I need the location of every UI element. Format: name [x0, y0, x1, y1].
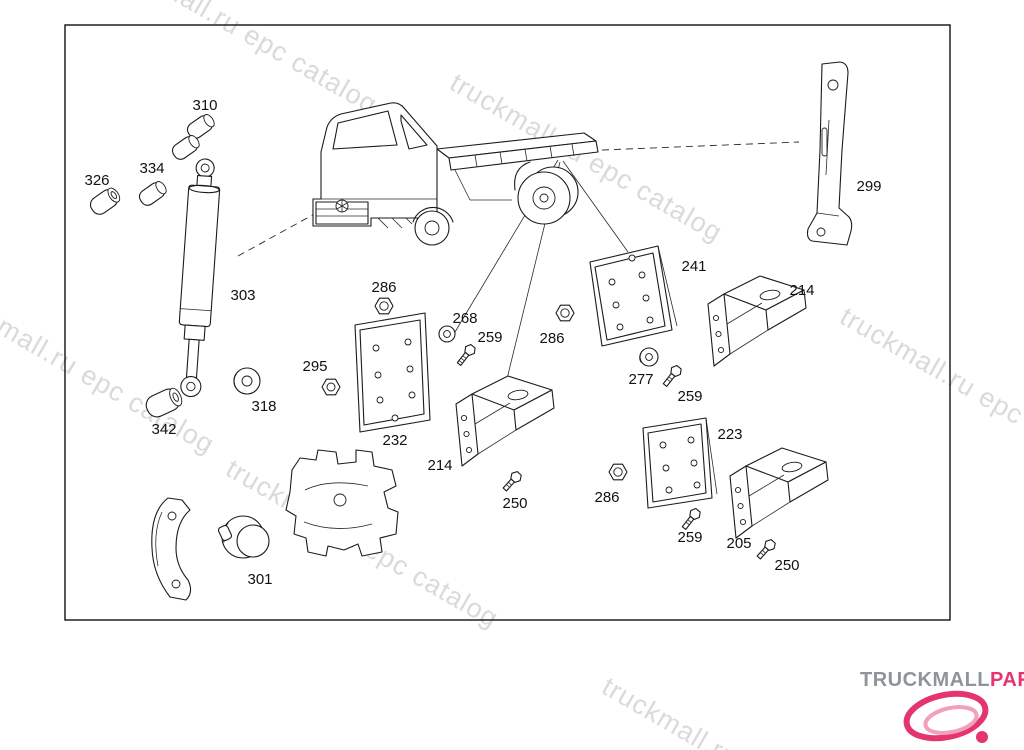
- part-label-342: 342: [151, 421, 176, 438]
- part-301-bushing: [217, 515, 270, 559]
- part-label-310: 310: [192, 97, 217, 114]
- watermark-text: truckmall.ru epc catalog: [100, 0, 383, 120]
- part-232-plate: [354, 312, 431, 433]
- part-310-bushings: [171, 114, 215, 160]
- part-label-214: 214: [427, 457, 452, 474]
- part-259-bolt: [456, 343, 476, 366]
- part-label-301: 301: [247, 571, 272, 588]
- part-label-214: 214: [789, 282, 814, 299]
- part-label-277: 277: [628, 371, 653, 388]
- part-label-250: 250: [774, 557, 799, 574]
- part-label-223: 223: [717, 426, 742, 443]
- part-334-bushing: [138, 181, 167, 206]
- curved-clamp-plate: [151, 497, 192, 601]
- part-241-plate: [589, 245, 678, 347]
- part-342-bushing: [145, 387, 183, 418]
- watermark-text: truckmall.ru epc catalog: [597, 671, 880, 750]
- part-214-bracket: [455, 375, 555, 467]
- part-268-washer: [438, 325, 456, 343]
- logo-text-parts: PARTS: [990, 669, 1024, 691]
- part-277-washer: [639, 347, 659, 367]
- part-295-nut: [321, 378, 341, 396]
- part-250-bolt: [502, 471, 522, 492]
- part-label-299: 299: [856, 178, 881, 195]
- logo-swirl-icon: [903, 690, 989, 743]
- part-259-bolt: [662, 364, 682, 387]
- logo-text-truckmall: TRUCKMALL: [860, 669, 990, 691]
- part-250-bolt: [756, 539, 776, 560]
- part-326-bushing: [89, 187, 121, 215]
- part-286-nut: [374, 297, 394, 315]
- part-299-bracket-arm: [806, 61, 853, 246]
- part-label-205: 205: [726, 535, 751, 552]
- truckmall-logo: TRUCKMALLPARTS: [860, 669, 1024, 743]
- part-label-286: 286: [539, 330, 564, 347]
- part-label-232: 232: [382, 432, 407, 449]
- logo-text: TRUCKMALLPARTS: [860, 669, 1024, 691]
- part-label-286: 286: [594, 489, 619, 506]
- diagram-border: [64, 24, 951, 621]
- part-286-nut: [555, 304, 575, 322]
- part-318-washer: [233, 367, 261, 395]
- part-205-bracket: [729, 447, 829, 539]
- part-label-318: 318: [251, 398, 276, 415]
- stamped-bracket: [285, 449, 399, 557]
- part-label-259: 259: [677, 529, 702, 546]
- part-label-334: 334: [139, 160, 164, 177]
- part-303-shock-absorber: [178, 158, 221, 398]
- part-label-303: 303: [230, 287, 255, 304]
- part-label-241: 241: [681, 258, 706, 275]
- part-label-259: 259: [677, 388, 702, 405]
- part-label-286: 286: [371, 279, 396, 296]
- part-label-259: 259: [477, 329, 502, 346]
- part-label-295: 295: [302, 358, 327, 375]
- part-label-326: 326: [84, 172, 109, 189]
- part-labels: 310 326 334 303 342 318 295 286 268 259 …: [84, 97, 881, 588]
- part-286-nut: [608, 463, 628, 481]
- watermark-text: truckmall.ru epc catalog: [835, 301, 1024, 482]
- part-label-268: 268: [452, 310, 477, 327]
- part-label-250: 250: [502, 495, 527, 512]
- part-223-plate: [642, 417, 718, 509]
- part-259-bolt: [681, 507, 701, 530]
- truck-illustration: [312, 102, 599, 246]
